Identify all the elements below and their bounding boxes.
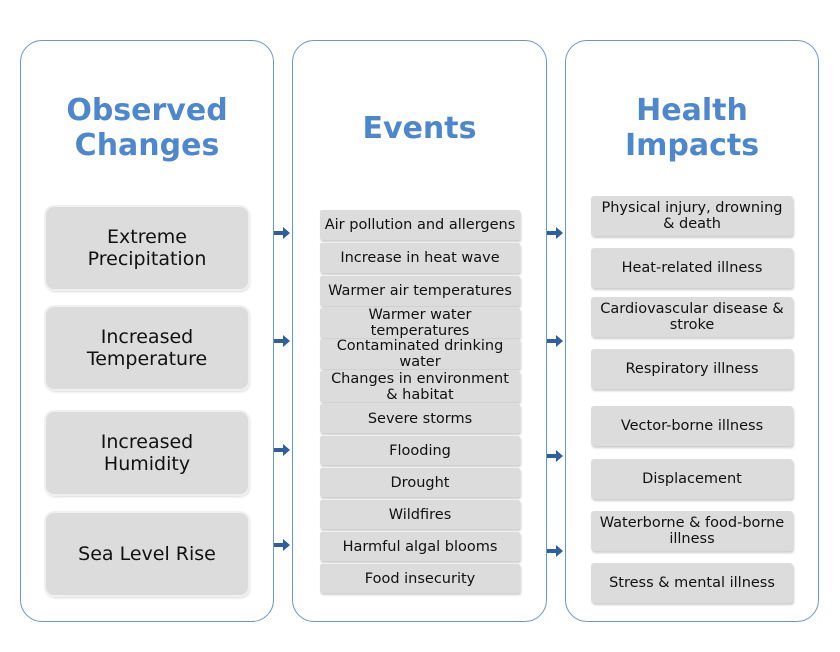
health-item: Physical injury, drowning & death [591, 196, 793, 236]
health-item: Displacement [591, 459, 793, 499]
observed-item: Increased Temperature [46, 307, 248, 389]
health-impacts-column: Health Impacts Physical injury, drowning… [565, 40, 819, 622]
health-item: Heat-related illness [591, 248, 793, 288]
event-item: Drought [320, 468, 520, 497]
observed-item: Increased Humidity [46, 412, 248, 494]
arrow-right-icon [547, 227, 563, 239]
event-item: Harmful algal blooms [320, 532, 520, 561]
observed-item: Sea Level Rise [46, 513, 248, 595]
observed-changes-column: Observed Changes Extreme Precipitation I… [20, 40, 274, 622]
health-item: Respiratory illness [591, 349, 793, 389]
arrow-right-icon [274, 444, 290, 456]
observed-changes-title: Observed Changes [66, 93, 228, 163]
health-item: Cardiovascular disease & stroke [591, 297, 793, 337]
event-item: Increase in heat wave [320, 243, 520, 273]
arrow-right-icon [547, 450, 563, 462]
event-item: Changes in environment & habitat [320, 371, 520, 403]
event-item: Flooding [320, 436, 520, 465]
arrow-right-icon [547, 335, 563, 347]
event-item: Severe storms [320, 404, 520, 433]
arrow-right-icon [274, 539, 290, 551]
event-item: Warmer air temperatures [320, 276, 520, 306]
event-item: Air pollution and allergens [320, 210, 520, 240]
health-item: Waterborne & food-borne illness [591, 511, 793, 551]
event-item: Food insecurity [320, 564, 520, 593]
health-impacts-title: Health Impacts [624, 93, 760, 163]
arrow-right-icon [274, 335, 290, 347]
arrow-right-icon [274, 227, 290, 239]
arrow-right-icon [547, 545, 563, 557]
observed-item: Extreme Precipitation [46, 207, 248, 289]
health-item: Stress & mental illness [591, 563, 793, 603]
health-item: Vector-borne illness [591, 406, 793, 446]
events-title: Events [362, 111, 477, 146]
event-item: Contaminated drinking water [320, 338, 520, 370]
event-item: Wildfires [320, 500, 520, 529]
event-item: Warmer water temperatures [320, 307, 520, 339]
events-column: Events Air pollution and allergens Incre… [292, 40, 547, 622]
